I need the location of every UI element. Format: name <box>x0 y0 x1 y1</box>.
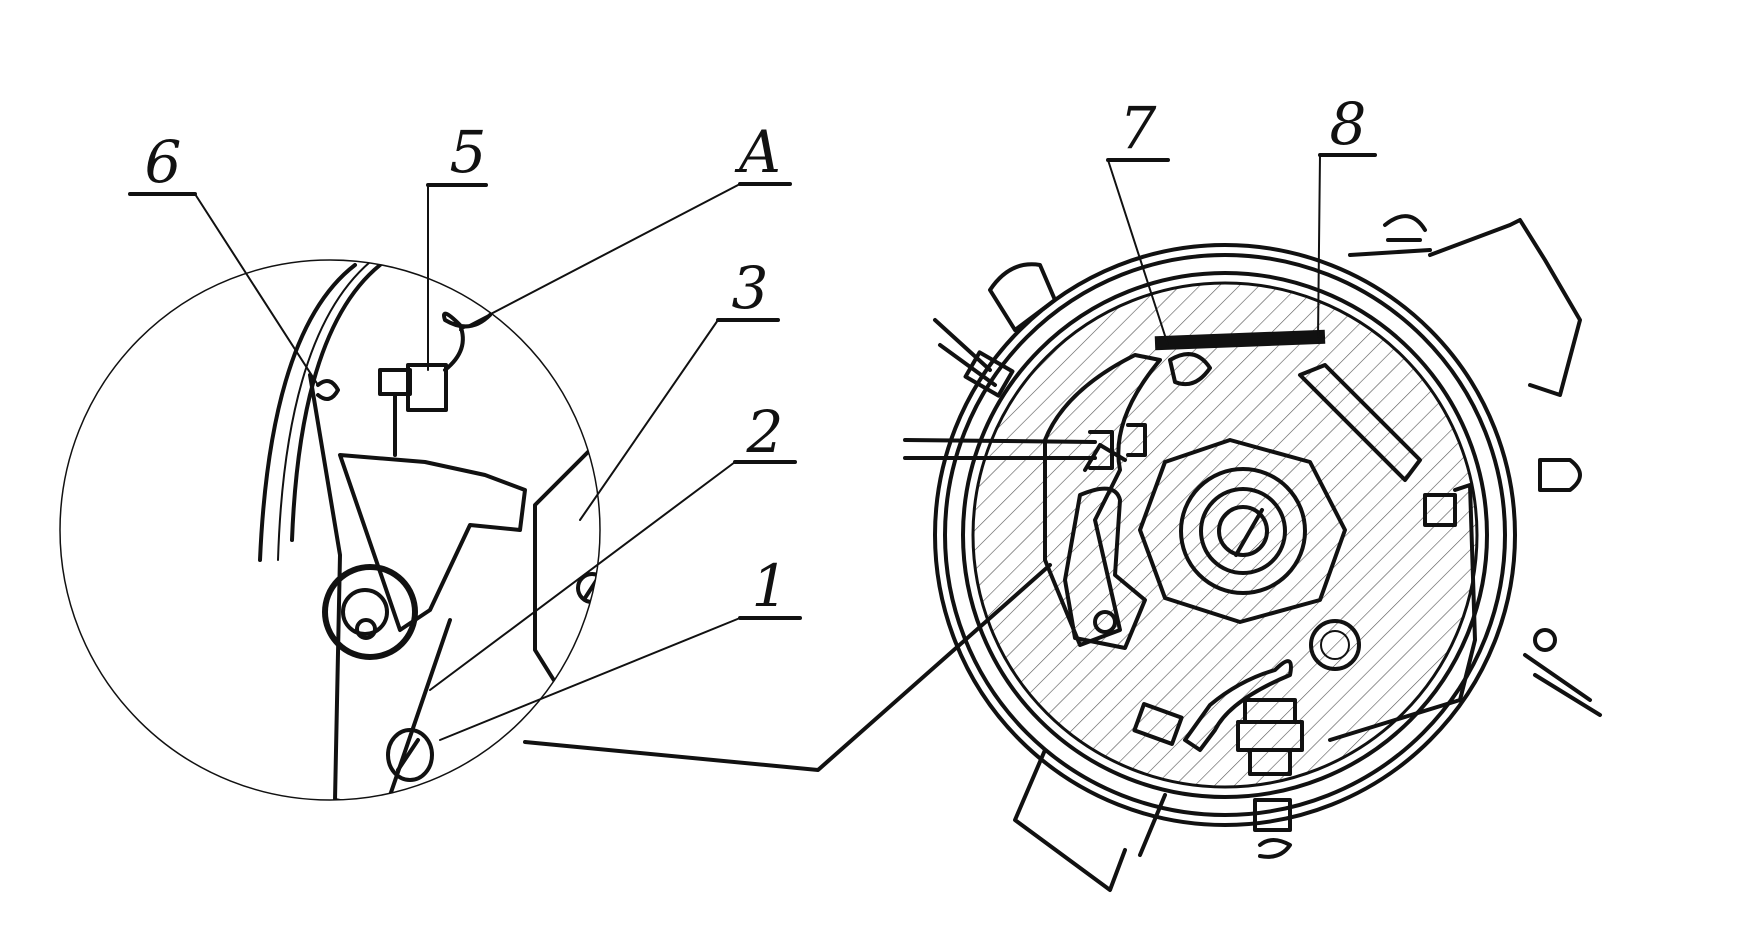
shaft-housing <box>1013 748 1167 892</box>
callout-label-5: 5 <box>450 118 487 186</box>
detail-plate-edge <box>533 448 592 692</box>
callout-label-8: 8 <box>1330 90 1367 158</box>
lead-wire <box>903 438 1097 460</box>
detail-cam-felt <box>338 453 527 632</box>
cam-nut <box>1138 438 1347 624</box>
contact-area <box>1043 353 1162 647</box>
detail-view <box>59 259 601 801</box>
callout-leaders <box>128 153 1377 741</box>
distributor-assembly <box>903 214 1602 892</box>
detail-lever-arm <box>308 373 452 800</box>
mounting-bracket <box>1428 218 1582 397</box>
detail-circle-outline <box>59 259 601 801</box>
housing-outer-ring <box>933 243 1517 827</box>
detail-wire-a <box>442 311 492 372</box>
contact-spring <box>1298 363 1422 482</box>
bottom-terminal <box>1236 698 1304 859</box>
callout-label-2: 2 <box>746 398 784 466</box>
right-terminal <box>1538 458 1582 492</box>
callout-label-3: 3 <box>732 254 769 322</box>
top-left-cap <box>988 262 1057 332</box>
callout-label-a: A <box>734 118 781 186</box>
callout-label-6: 6 <box>145 128 182 196</box>
top-right-screw <box>1348 214 1432 257</box>
detail-terminal <box>378 368 412 396</box>
contact-bracket <box>1063 486 1147 650</box>
detail-screw <box>386 728 434 782</box>
callout-label-1: 1 <box>752 552 789 620</box>
lower-spring <box>1183 659 1293 752</box>
detail-pivot-ring <box>322 564 418 660</box>
detail-housing-arc <box>258 263 357 562</box>
connector-leader <box>523 563 1052 772</box>
condenser-bar <box>1154 329 1326 351</box>
breaker-plate <box>971 281 1479 789</box>
left-terminal <box>933 318 997 387</box>
callout-label-7: 7 <box>1120 94 1157 162</box>
